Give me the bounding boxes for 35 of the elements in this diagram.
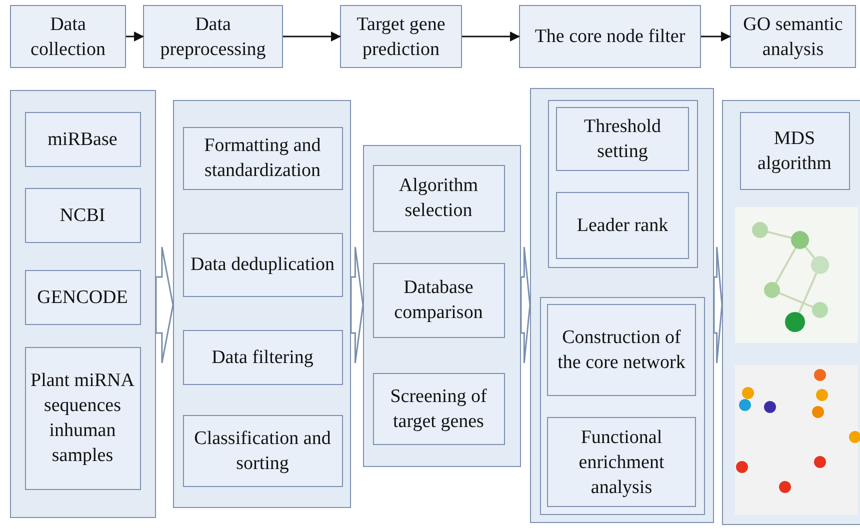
process-box: Construction of the core network <box>547 304 696 396</box>
process-box: Data filtering <box>182 330 342 384</box>
process-box: Data preprocessing <box>143 5 283 68</box>
arrow <box>155 246 174 364</box>
arrow <box>283 32 341 42</box>
group-panel <box>540 296 704 514</box>
process-box: miRBase <box>24 112 140 166</box>
process-box: Data collection <box>10 5 126 68</box>
arrow <box>462 32 520 42</box>
process-box: GO semantic analysis <box>730 5 856 68</box>
group-panel <box>363 145 521 467</box>
arrow <box>126 32 144 42</box>
process-box: Data deduplication <box>182 232 342 296</box>
process-box: Screening of target genes <box>372 372 504 444</box>
arrow <box>350 246 364 364</box>
process-box: GENCODE <box>24 270 140 324</box>
process-box: NCBI <box>24 188 140 242</box>
process-box: Threshold setting <box>556 107 689 171</box>
group-panel <box>530 88 714 523</box>
process-box: Leader rank <box>556 192 689 259</box>
arrow <box>520 246 531 364</box>
process-box: The core node filter <box>519 5 701 68</box>
group-panel <box>173 100 351 508</box>
process-box: MDS algorithm <box>740 112 850 190</box>
process-box: Target gene prediction <box>340 5 462 68</box>
process-box: Algorithm selection <box>372 164 504 232</box>
process-box: Database comparison <box>372 262 504 338</box>
process-box: Functional enrichment analysis <box>547 417 696 507</box>
process-box: Classification and sorting <box>182 414 342 486</box>
process-box: Plant miRNA sequences inhuman samples <box>24 346 140 490</box>
process-box: Formatting and standardization <box>182 126 342 190</box>
arrow <box>713 246 723 364</box>
arrow <box>701 32 731 42</box>
group-panel <box>10 90 156 518</box>
group-panel <box>548 100 698 268</box>
